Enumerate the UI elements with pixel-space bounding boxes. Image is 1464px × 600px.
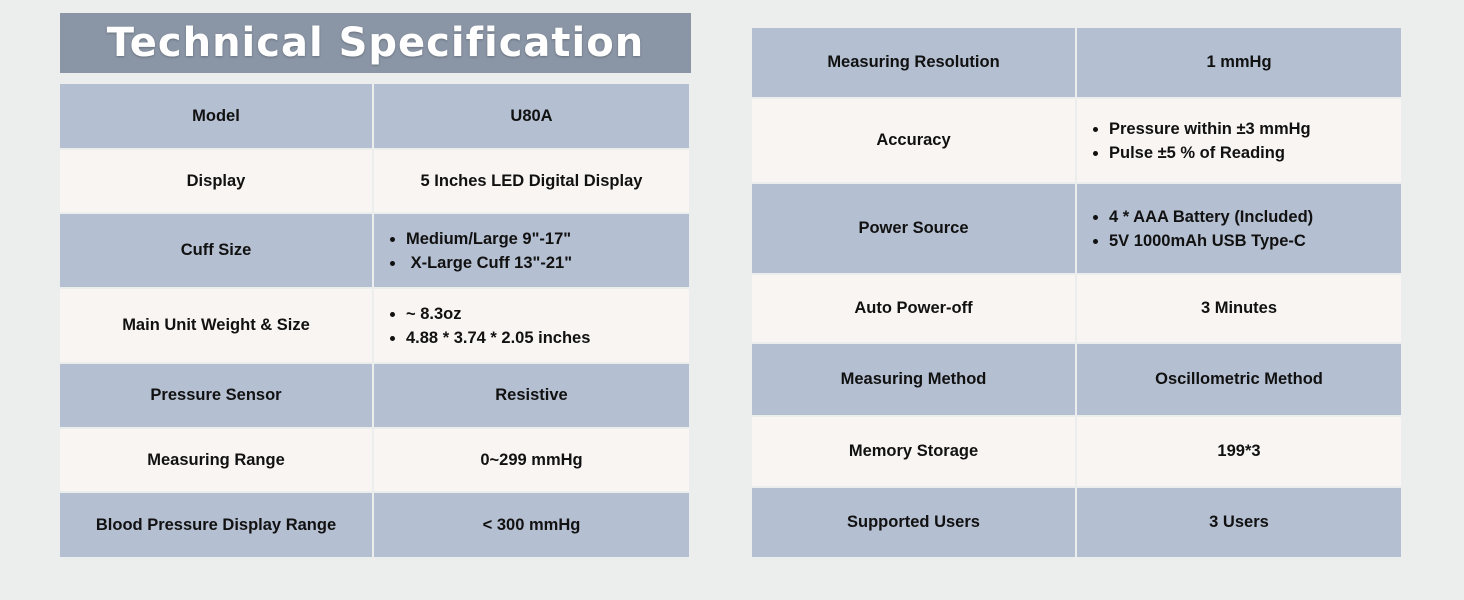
spec-label: Cuff Size — [60, 214, 372, 287]
table-row: Display 5 Inches LED Digital Display — [60, 150, 689, 212]
spec-label: Accuracy — [752, 99, 1075, 182]
spec-value: 3 Users — [1077, 488, 1401, 557]
table-row: Model U80A — [60, 84, 689, 148]
spec-value-list: Medium/Large 9"-17" X-Large Cuff 13"-21" — [374, 214, 689, 287]
list-item: Pressure within ±3 mmHg — [1109, 117, 1311, 141]
spec-value: U80A — [374, 84, 689, 148]
spec-label: Measuring Method — [752, 344, 1075, 415]
spec-value: 0~299 mmHg — [374, 429, 689, 491]
spec-label: Measuring Range — [60, 429, 372, 491]
spec-label: Pressure Sensor — [60, 364, 372, 427]
list-item: Medium/Large 9"-17" — [406, 227, 572, 251]
spec-label: Main Unit Weight & Size — [60, 289, 372, 362]
table-row: Main Unit Weight & Size ~ 8.3oz 4.88 * 3… — [60, 289, 689, 362]
spec-label: Supported Users — [752, 488, 1075, 557]
table-row: Supported Users 3 Users — [752, 488, 1401, 557]
spec-value: 3 Minutes — [1077, 275, 1401, 342]
spec-value: 1 mmHg — [1077, 28, 1401, 97]
title-banner: Technical Specification — [60, 13, 691, 73]
spec-label: Measuring Resolution — [752, 28, 1075, 97]
spec-label: Blood Pressure Display Range — [60, 493, 372, 557]
spec-value: Oscillometric Method — [1077, 344, 1401, 415]
table-row: Auto Power-off 3 Minutes — [752, 275, 1401, 342]
spec-value: 5 Inches LED Digital Display — [374, 150, 689, 212]
list-item: 5V 1000mAh USB Type-C — [1109, 229, 1313, 253]
spec-value-list: ~ 8.3oz 4.88 * 3.74 * 2.05 inches — [374, 289, 689, 362]
list-item: ~ 8.3oz — [406, 302, 590, 326]
spec-label: Model — [60, 84, 372, 148]
table-row: Memory Storage 199*3 — [752, 417, 1401, 486]
page-title: Technical Specification — [106, 20, 645, 66]
spec-label: Power Source — [752, 184, 1075, 273]
spec-value: < 300 mmHg — [374, 493, 689, 557]
table-row: Pressure Sensor Resistive — [60, 364, 689, 427]
spec-label: Memory Storage — [752, 417, 1075, 486]
list-item: 4.88 * 3.74 * 2.05 inches — [406, 326, 590, 350]
spec-value-list: Pressure within ±3 mmHg Pulse ±5 % of Re… — [1077, 99, 1401, 182]
table-row: Cuff Size Medium/Large 9"-17" X-Large Cu… — [60, 214, 689, 287]
table-row: Measuring Method Oscillometric Method — [752, 344, 1401, 415]
table-row: Accuracy Pressure within ±3 mmHg Pulse ±… — [752, 99, 1401, 182]
table-row: Blood Pressure Display Range < 300 mmHg — [60, 493, 689, 557]
table-row: Power Source 4 * AAA Battery (Included) … — [752, 184, 1401, 273]
list-item: Pulse ±5 % of Reading — [1109, 141, 1311, 165]
table-row: Measuring Resolution 1 mmHg — [752, 28, 1401, 97]
spec-label: Display — [60, 150, 372, 212]
spec-value-list: 4 * AAA Battery (Included) 5V 1000mAh US… — [1077, 184, 1401, 273]
spec-value: Resistive — [374, 364, 689, 427]
spec-value: 199*3 — [1077, 417, 1401, 486]
spec-label: Auto Power-off — [752, 275, 1075, 342]
list-item: 4 * AAA Battery (Included) — [1109, 205, 1313, 229]
table-row: Measuring Range 0~299 mmHg — [60, 429, 689, 491]
list-item: X-Large Cuff 13"-21" — [406, 251, 572, 275]
